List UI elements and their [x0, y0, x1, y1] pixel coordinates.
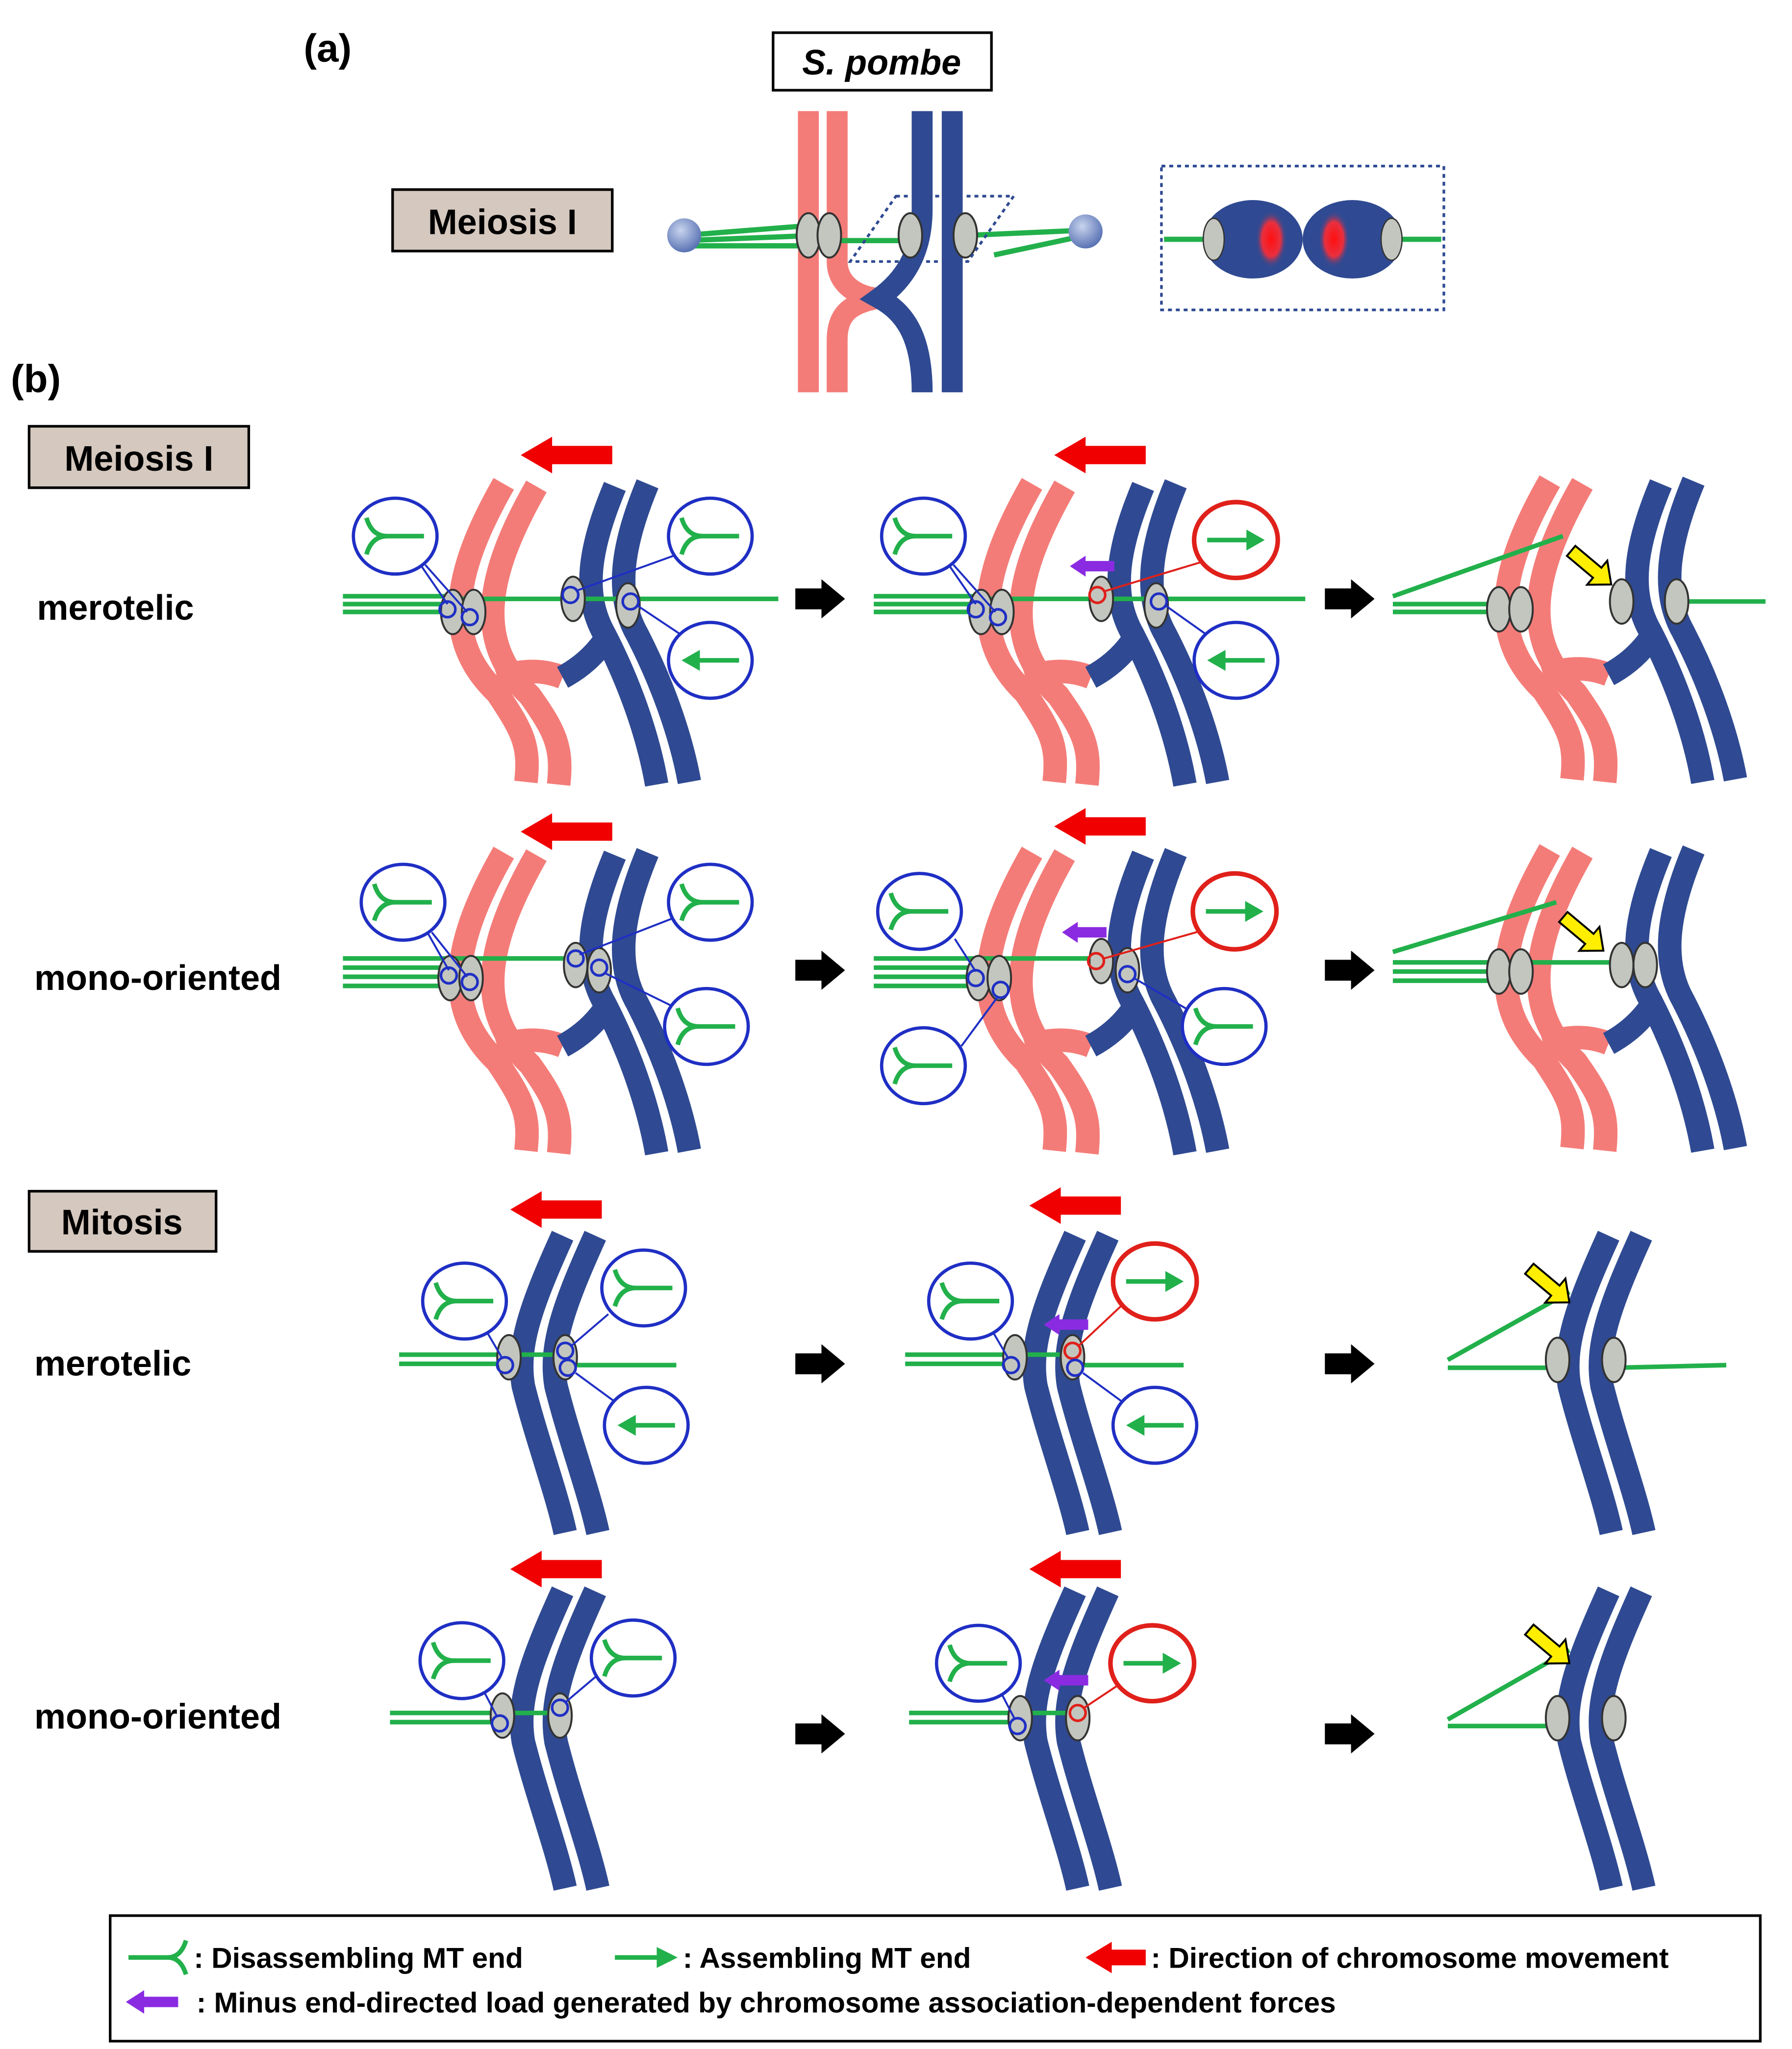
transition-arrow: [795, 950, 845, 990]
meiosis-mono-stage3: [1392, 850, 1736, 1150]
mitosis-mono-stage2: [909, 1550, 1197, 1888]
legend-assembling: : Assembling MT end: [683, 1943, 971, 1974]
meiosis-mono-stage2: [874, 808, 1279, 1153]
row-label-meiosis-mono-oriented: mono-oriented: [34, 959, 281, 998]
meiosis-merotelic-stage1: [343, 436, 779, 784]
meiosis-mono-stage1: [343, 813, 754, 1153]
legend-direction: : Direction of chromosome movement: [1151, 1943, 1669, 1974]
spindle-pole-body-right: [1068, 214, 1103, 249]
mitosis-merotelic-stage2: [905, 1187, 1199, 1533]
meiosis-merotelic-stage3: [1392, 481, 1766, 782]
panel-a-label: (a): [303, 26, 352, 70]
transition-arrow: [1325, 1344, 1375, 1384]
row-label-meiosis-merotelic: merotelic: [37, 588, 194, 628]
row-label-mitosis-mono-oriented: mono-oriented: [34, 1697, 281, 1737]
kinetochore: [897, 212, 923, 259]
organism-box: [772, 31, 993, 92]
legend-assembling-icon: [615, 1947, 678, 1968]
organism-name: S. pombe: [802, 43, 961, 82]
meiosis-section-box: [27, 425, 251, 489]
meiosis-section-label: Meiosis I: [64, 439, 213, 479]
transition-arrow: [795, 579, 845, 619]
row-label-mitosis-merotelic: merotelic: [34, 1344, 191, 1384]
panel-a-mt: [684, 232, 818, 244]
panel-b-label: (b): [11, 357, 61, 401]
mitosis-section-box: [27, 1189, 218, 1253]
transition-arrow: [1325, 1714, 1375, 1754]
legend-box: [109, 1914, 1762, 2043]
legend-minus-end-icon: [126, 1990, 178, 2014]
legend-disassembling: : Disassembling MT end: [194, 1943, 523, 1974]
mitosis-merotelic-stage3: [1446, 1236, 1727, 1532]
transition-arrow: [1325, 950, 1375, 990]
legend-direction-icon: [1085, 1942, 1146, 1973]
transition-arrow: [795, 1344, 845, 1384]
panel-a-stage-box: [391, 188, 614, 253]
panel-a-mt: [967, 228, 1086, 238]
mitosis-mono-stage1: [390, 1550, 677, 1888]
kinetochore: [952, 212, 978, 259]
inset-sister-chromatids: [1164, 200, 1441, 279]
mitosis-mono-stage3: [1446, 1592, 1644, 1888]
panel-a-stage-label: Meiosis I: [428, 202, 577, 242]
spindle-pole-body-left: [667, 218, 702, 253]
kinetochore: [816, 212, 842, 259]
legend-disassembling-icon: [128, 1940, 188, 1975]
zoom-region: [848, 195, 1016, 263]
mitosis-merotelic-stage1: [399, 1191, 690, 1533]
mitosis-section-label: Mitosis: [61, 1203, 183, 1242]
transition-arrow: [1325, 579, 1375, 619]
transition-arrow: [795, 1714, 845, 1754]
meiosis-merotelic-stage2: [874, 436, 1306, 784]
legend-minus-end: : Minus end-directed load generated by c…: [197, 1987, 1336, 2019]
panel-a-mt: [684, 222, 818, 238]
